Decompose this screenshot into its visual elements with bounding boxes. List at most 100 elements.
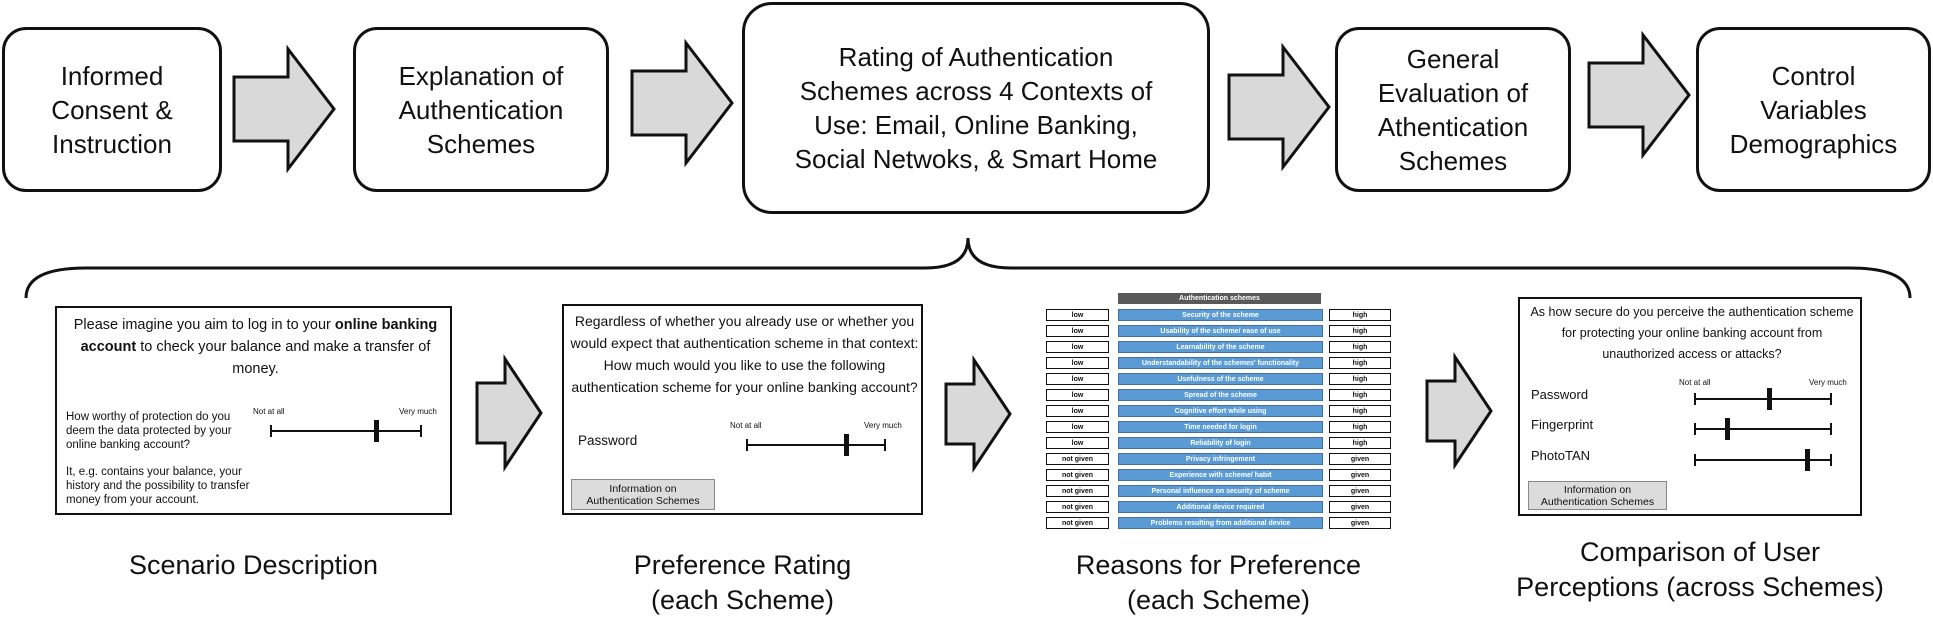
comparison-slider[interactable] <box>1694 449 1832 471</box>
scale-high-label: Very much <box>1809 378 1847 387</box>
panel-arrow-3 <box>1425 352 1493 470</box>
intro-bold: online banking account <box>80 317 438 355</box>
flow-arrow-4 <box>1587 30 1691 160</box>
reason-row: low Usefulness of the scheme high <box>1046 373 1391 385</box>
info-button[interactable]: Information on Authentication Schemes <box>571 479 715 510</box>
reason-label: Usefulness of the scheme <box>1118 373 1323 385</box>
reason-row: low Spread of the scheme high <box>1046 389 1391 401</box>
curly-brace <box>24 237 1912 299</box>
reason-low-option[interactable]: not given <box>1046 453 1109 465</box>
step-control-variables: Control Variables Demographics <box>1696 27 1931 192</box>
reason-label: Personal influence on security of scheme <box>1118 485 1323 497</box>
reason-high-option[interactable]: given <box>1329 485 1391 497</box>
reason-row: low Learnability of the scheme high <box>1046 341 1391 353</box>
step-general-evaluation: General Evaluation of Athentication Sche… <box>1335 27 1571 192</box>
reason-label: Security of the scheme <box>1118 309 1323 321</box>
comparison-item-label: Password <box>1531 387 1589 402</box>
protection-slider[interactable] <box>270 420 422 442</box>
preference-item-password: Password <box>578 433 638 448</box>
reason-row: low Reliability of login high <box>1046 437 1391 449</box>
reason-label: Usability of the scheme/ ease of use <box>1118 325 1323 337</box>
caption-reasons: Reasons for Preference (each Scheme) <box>1075 550 1362 615</box>
comparison-item-label: Fingerprint <box>1531 417 1594 432</box>
reason-low-option[interactable]: low <box>1046 405 1109 417</box>
reason-high-option[interactable]: high <box>1329 341 1391 353</box>
reason-low-option[interactable]: not given <box>1046 517 1109 529</box>
reason-low-option[interactable]: low <box>1046 437 1109 449</box>
reason-label: Privacy infringement <box>1118 453 1323 465</box>
scale-high-label: Very much <box>864 421 902 430</box>
reason-row: low Understandability of the schemes' fun… <box>1046 357 1391 369</box>
reason-label: Reliability of login <box>1118 437 1323 449</box>
intro-text: Please imagine you aim to log in to your <box>73 317 335 333</box>
flow-arrow-3 <box>1227 42 1331 172</box>
reason-label: Learnability of the scheme <box>1118 341 1323 353</box>
step-label: Explanation of Authentication Schemes <box>398 60 564 159</box>
reason-low-option[interactable]: low <box>1046 341 1109 353</box>
reason-high-option[interactable]: high <box>1329 421 1391 433</box>
preference-question: Regardless of whether you already use or… <box>570 313 919 395</box>
scenario-intro: Please imagine you aim to log in to your… <box>65 314 446 380</box>
reason-high-option[interactable]: high <box>1329 437 1391 449</box>
reason-high-option[interactable]: high <box>1329 389 1391 401</box>
slider-knob[interactable] <box>1767 388 1772 410</box>
reason-high-option[interactable]: given <box>1329 453 1391 465</box>
caption-preference: Preference Rating (each Scheme) <box>633 550 852 615</box>
reason-label: Spread of the scheme <box>1118 389 1323 401</box>
reason-high-option[interactable]: given <box>1329 469 1391 481</box>
step-label: General Evaluation of Athentication Sche… <box>1377 43 1529 176</box>
slider-knob[interactable] <box>1805 449 1810 471</box>
reason-row: low Security of the scheme high <box>1046 309 1391 321</box>
preference-slider[interactable] <box>746 434 886 456</box>
step-explanation: Explanation of Authentication Schemes <box>353 27 609 192</box>
flow-arrow-2 <box>630 38 734 168</box>
step-label: Control Variables Demographics <box>1729 60 1898 159</box>
flow-arrow-1 <box>232 44 336 174</box>
slider-knob[interactable] <box>374 420 379 442</box>
caption-comparison: Comparison of User Perceptions (across S… <box>1516 537 1884 602</box>
reason-low-option[interactable]: not given <box>1046 485 1109 497</box>
panel-comparison: As how secure do you perceive the authen… <box>1518 297 1862 516</box>
step-label: Informed Consent & Instruction <box>51 60 173 159</box>
intro-text-end: to check your balance and make a transfe… <box>136 339 431 377</box>
comparison-question: As how secure do you perceive the authen… <box>1530 305 1854 361</box>
slider-knob[interactable] <box>1725 418 1730 440</box>
reason-row: low Usability of the scheme/ ease of use h… <box>1046 325 1391 337</box>
comparison-slider[interactable] <box>1694 418 1832 440</box>
panel-arrow-2 <box>944 355 1012 473</box>
comparison-slider[interactable] <box>1694 388 1832 410</box>
reason-row: not given Privacy infringement given <box>1046 453 1391 465</box>
reason-row: not given Problems resulting from additio… <box>1046 517 1391 529</box>
reason-low-option[interactable]: low <box>1046 357 1109 369</box>
reason-low-option[interactable]: not given <box>1046 469 1109 481</box>
reason-label: Problems resulting from additional devic… <box>1118 517 1323 529</box>
reason-label: Understandability of the schemes' functi… <box>1118 357 1323 369</box>
reason-label: Experience with scheme/ habit <box>1118 469 1323 481</box>
reason-low-option[interactable]: low <box>1046 389 1109 401</box>
reason-low-option[interactable]: low <box>1046 309 1109 321</box>
info-button[interactable]: Information on Authentication Schemes <box>1528 481 1667 510</box>
reason-low-option[interactable]: low <box>1046 325 1109 337</box>
step-informed-consent: Informed Consent & Instruction <box>2 27 222 192</box>
reason-low-option[interactable]: not given <box>1046 501 1109 513</box>
panel-preference: Regardless of whether you already use or… <box>562 304 923 515</box>
reason-high-option[interactable]: high <box>1329 357 1391 369</box>
scale-low-label: Not at all <box>1679 378 1711 387</box>
reason-low-option[interactable]: low <box>1046 421 1109 433</box>
caption-scenario: Scenario Description <box>128 550 379 580</box>
reason-low-option[interactable]: low <box>1046 373 1109 385</box>
reason-row: not given Experience with scheme/ habit gi… <box>1046 469 1391 481</box>
slider-knob[interactable] <box>844 434 849 456</box>
reason-high-option[interactable]: high <box>1329 309 1391 321</box>
reason-high-option[interactable]: high <box>1329 373 1391 385</box>
scale-low-label: Not at all <box>253 407 285 416</box>
reason-high-option[interactable]: given <box>1329 517 1391 529</box>
reason-high-option[interactable]: given <box>1329 501 1391 513</box>
step-rating-contexts: Rating of Authentication Schemes across … <box>742 2 1210 214</box>
reason-row: not given Personal influence on security … <box>1046 485 1391 497</box>
reason-high-option[interactable]: high <box>1329 325 1391 337</box>
reason-high-option[interactable]: high <box>1329 405 1391 417</box>
